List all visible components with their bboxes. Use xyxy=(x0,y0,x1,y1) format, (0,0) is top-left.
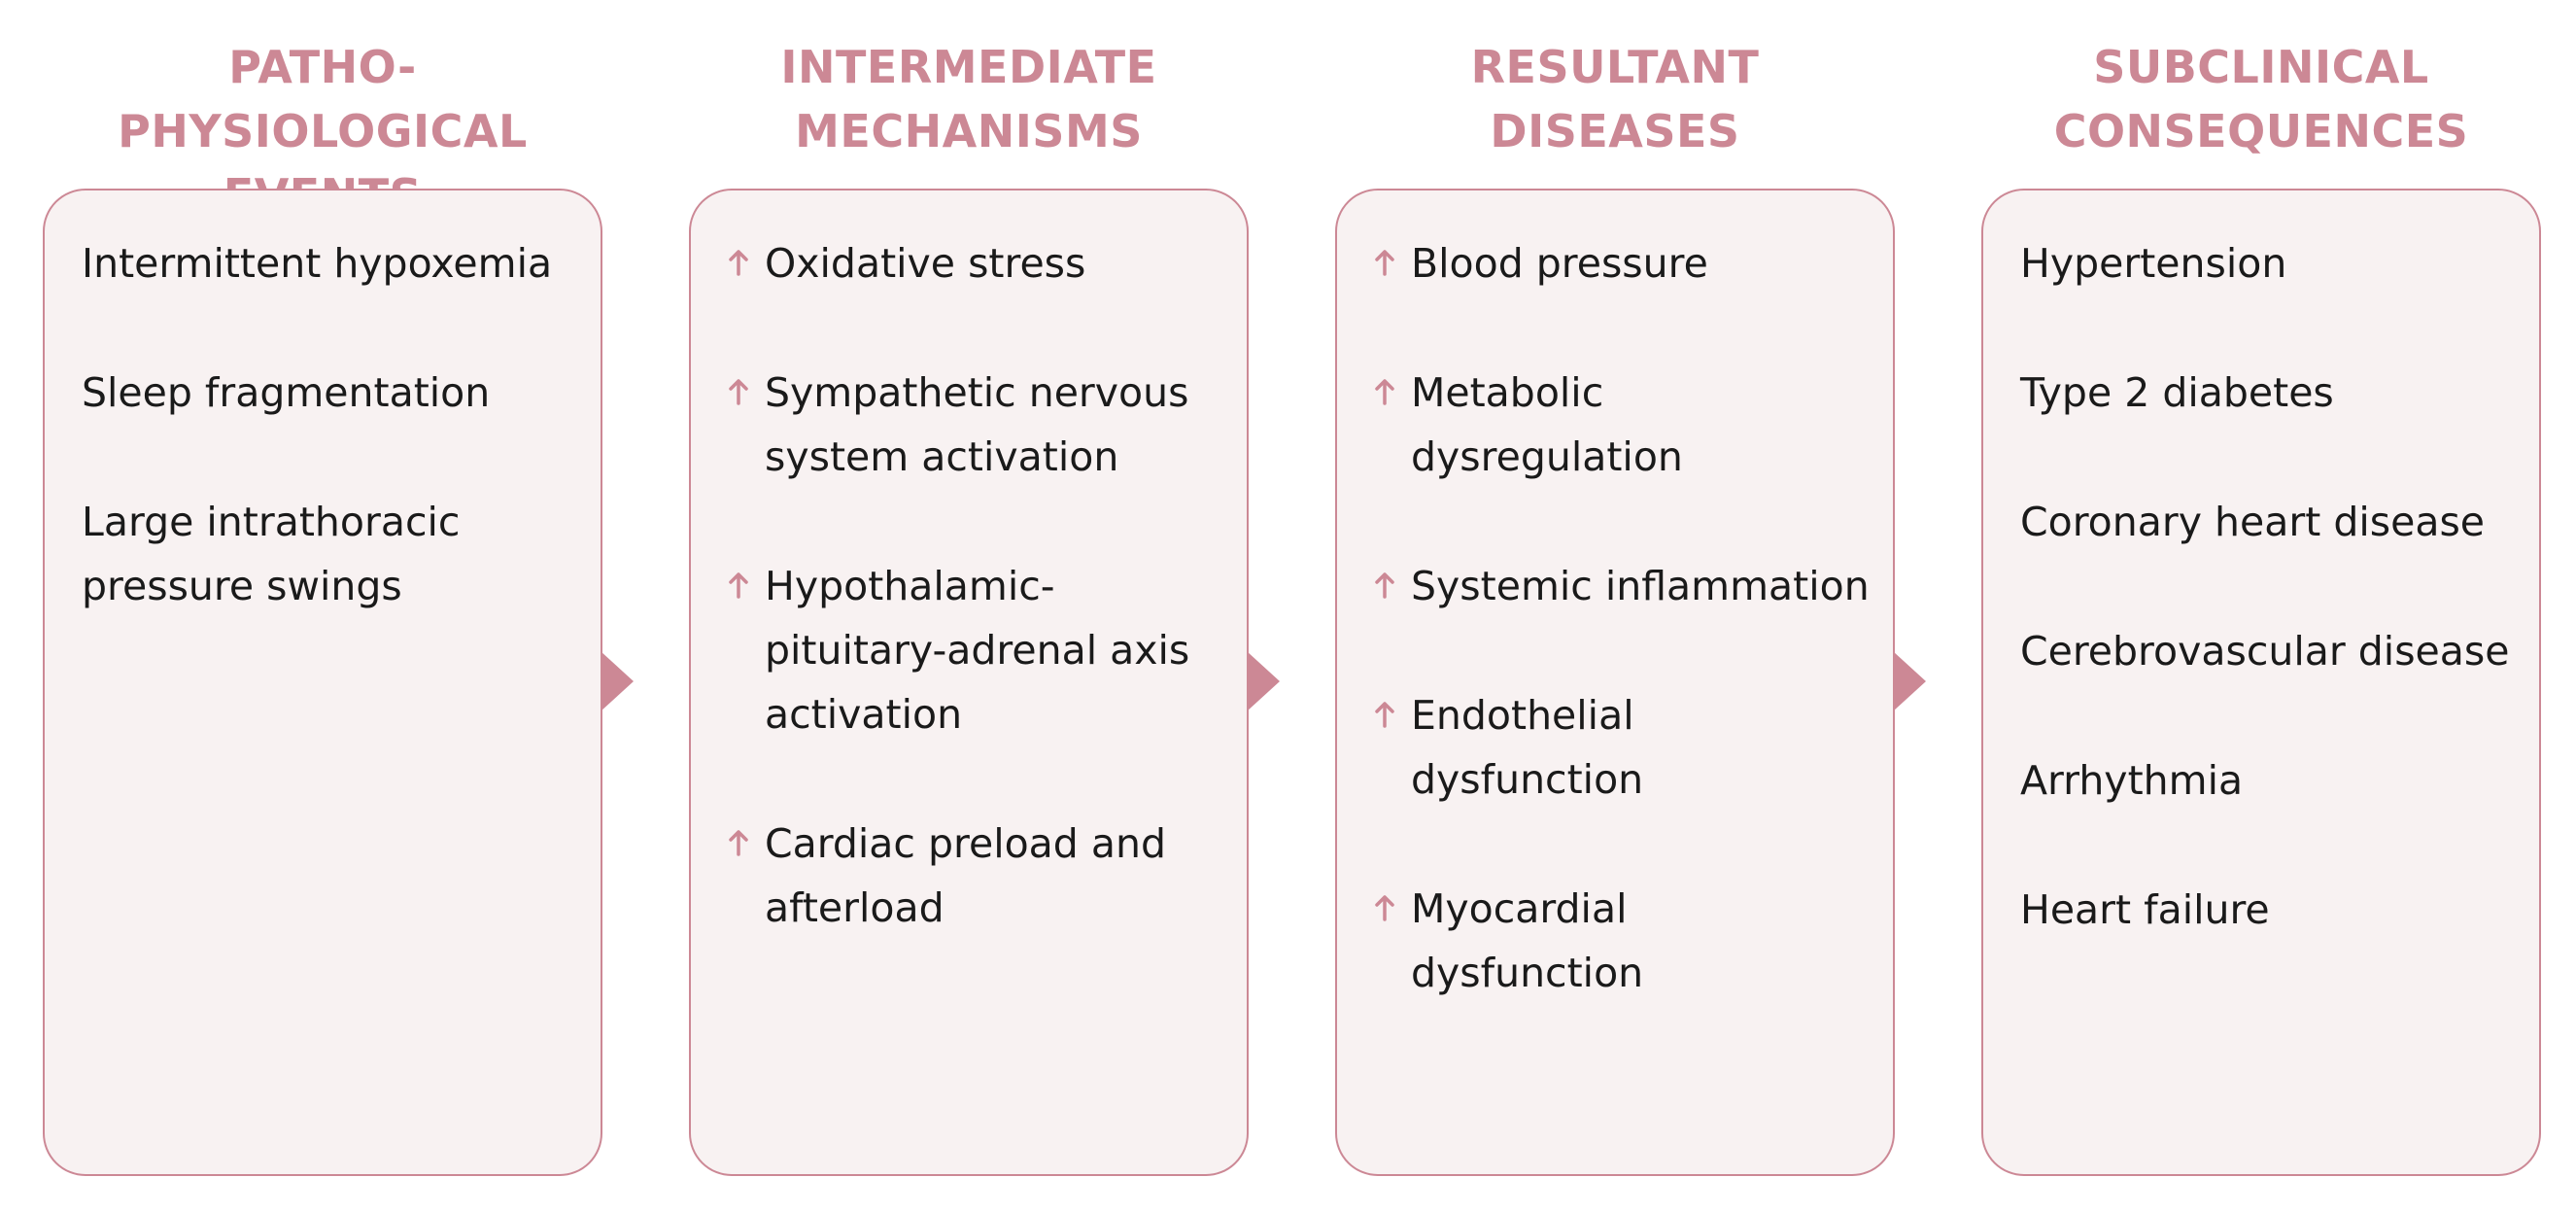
chevron-right-icon xyxy=(1247,651,1280,711)
list-item: Sleep fragmentation xyxy=(82,361,581,425)
up-arrow-icon xyxy=(1375,895,1394,921)
list-item: Heart failure xyxy=(2020,878,2520,942)
list-item: Systemic inflammation xyxy=(1374,554,1873,618)
up-arrow-icon xyxy=(1375,379,1394,405)
list-item: Arrhythmia xyxy=(2020,748,2520,813)
chevron-right-icon xyxy=(1893,651,1926,711)
list-item-text: pituitary-adrenal axis xyxy=(765,627,1190,674)
list-item-text: Sympathetic nervous xyxy=(765,369,1189,416)
up-arrow-icon xyxy=(729,830,748,856)
up-arrow-icon xyxy=(729,250,748,276)
column-heading-line: PATHO-PHYSIOLOGICAL xyxy=(118,41,528,157)
list-item-text: Oxidative stress xyxy=(765,240,1086,287)
list-item-text: Systemic inflammation xyxy=(1411,563,1870,609)
list-item: Sympathetic nervous system activation xyxy=(728,361,1227,489)
list-item-text: dysfunction xyxy=(1411,756,1644,803)
list-item-text: Endothelial xyxy=(1411,692,1634,739)
column-heading: RESULTANT DISEASES xyxy=(1335,35,1895,163)
column-heading-line: SUBCLINICAL xyxy=(2093,41,2429,93)
column-heading: INTERMEDIATE MECHANISMS xyxy=(689,35,1249,163)
list-item: Cerebrovascular disease xyxy=(2020,619,2520,683)
column-heading-line: INTERMEDIATE xyxy=(780,41,1157,93)
list-item-text: Coronary heart disease xyxy=(2020,499,2486,545)
column-heading-line: DISEASES xyxy=(1490,105,1740,157)
list-item-text: Blood pressure xyxy=(1411,240,1708,287)
up-arrow-icon xyxy=(729,379,748,405)
list-item: Coronary heart disease xyxy=(2020,490,2520,554)
list-item: Intermittent hypoxemia xyxy=(82,231,581,295)
list-item-text: Metabolic xyxy=(1411,369,1604,416)
column-heading: SUBCLINICAL CONSEQUENCES xyxy=(1981,35,2541,163)
column-heading-line: RESULTANT xyxy=(1470,41,1760,93)
up-arrow-icon xyxy=(1375,702,1394,728)
list-item-text: Sleep fragmentation xyxy=(82,369,491,416)
list-item-text: Myocardial xyxy=(1411,885,1628,932)
up-arrow-icon xyxy=(729,572,748,599)
list-item-text: Hypothalamic- xyxy=(765,563,1055,609)
list-item-text: Cardiac preload and xyxy=(765,820,1167,867)
list-item-text: dysfunction xyxy=(1411,950,1644,996)
list-item: Oxidative stress xyxy=(728,231,1227,295)
up-arrow-icon xyxy=(1375,250,1394,276)
list-item-text: Cerebrovascular disease xyxy=(2020,628,2510,675)
list-item: Cardiac preload and afterload xyxy=(728,812,1227,940)
list-item: Endothelial dysfunction xyxy=(1374,683,1873,812)
list-item: Metabolic dysregulation xyxy=(1374,361,1873,489)
list-item: Large intrathoracic pressure swings xyxy=(82,490,581,618)
up-arrow-icon xyxy=(1375,572,1394,599)
list-item-text: Heart failure xyxy=(2020,886,2270,933)
list-item-text: dysregulation xyxy=(1411,433,1683,480)
list-item-text: Arrhythmia xyxy=(2020,757,2244,804)
column-heading-line: MECHANISMS xyxy=(795,105,1143,157)
list-item-text: afterload xyxy=(765,884,945,931)
list-item-text: activation xyxy=(765,691,963,738)
list-item-text: Large intrathoracic xyxy=(82,499,461,545)
chevron-right-icon xyxy=(601,651,634,711)
list-item: Hypertension xyxy=(2020,231,2520,295)
list-item-text: Type 2 diabetes xyxy=(2020,369,2334,416)
list-item: Type 2 diabetes xyxy=(2020,361,2520,425)
list-item-text: pressure swings xyxy=(82,563,402,609)
list-item-text: system activation xyxy=(765,433,1119,480)
list-item: Myocardial dysfunction xyxy=(1374,877,1873,1005)
list-item: Blood pressure xyxy=(1374,231,1873,295)
list-item-text: Intermittent hypoxemia xyxy=(82,240,553,287)
list-item-text: Hypertension xyxy=(2020,240,2287,287)
list-item: Hypothalamic-pituitary-adrenal axis activ… xyxy=(728,554,1227,746)
column-heading-line: CONSEQUENCES xyxy=(2053,105,2469,157)
